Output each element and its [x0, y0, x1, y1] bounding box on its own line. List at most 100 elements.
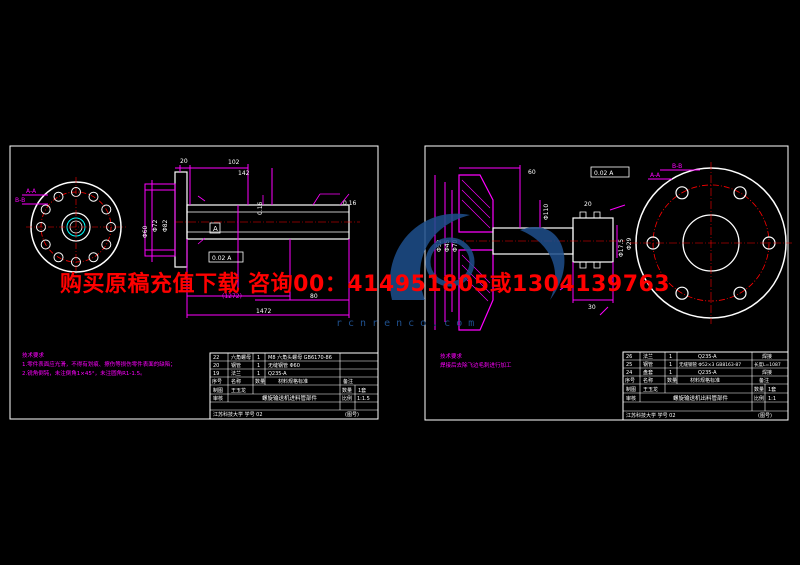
left-row-2-spec: 无缝钢管 Φ60	[268, 362, 300, 369]
left-qty-value: 1套	[358, 387, 366, 394]
left-header-note: 备注	[343, 378, 353, 385]
right-check-label: 审核	[626, 395, 636, 402]
left-sheet-no: (图号)	[345, 412, 359, 418]
left-row-1-spec: M8 六角头螺母 GB6170-86	[268, 354, 332, 361]
left-dim-1272: (1272)	[222, 293, 242, 300]
right-tech-notes: 技术要求 焊接后去除飞边毛刺进行加工	[440, 352, 512, 369]
right-dim-phi70: Φ70	[452, 239, 459, 252]
left-dim-016-b: 0.16	[343, 200, 357, 207]
left-dim-102: 102	[228, 159, 240, 166]
right-row-3-note: 焊接	[762, 369, 772, 376]
left-qty-label: 数量	[342, 387, 352, 394]
left-dim-1472: 1472	[256, 308, 271, 315]
right-sheet-frame	[424, 145, 789, 421]
left-row-3-no: 19	[213, 371, 219, 377]
right-header-no: 序号	[625, 377, 635, 384]
left-header-spec: 材料规格标准	[278, 378, 308, 385]
right-header-note: 备注	[759, 377, 769, 384]
left-row-3-spec: Q235-A	[268, 371, 287, 377]
left-scale-label: 比例	[342, 395, 352, 402]
right-drawn-label: 制图	[626, 386, 636, 393]
right-drawn-name: 王玉龙	[643, 386, 658, 393]
right-tolerance-box: 0.02 A	[594, 170, 614, 177]
right-note-1: 焊接后去除飞边毛刺进行加工	[440, 361, 512, 369]
left-dim-phi60: Φ60	[142, 225, 149, 238]
right-row-3-qty: 1	[669, 370, 672, 376]
left-note-1: 1.零件表面应光滑，不得有划痕、擦伤等损伤零件表面的缺陷；	[22, 360, 176, 368]
right-end-view: B-B A-A	[630, 162, 792, 324]
left-dim-20: 20	[180, 158, 188, 165]
left-header-name: 名称	[231, 378, 241, 385]
watermark-logo	[389, 213, 565, 300]
left-side-view: 0.02 A A 20 102 142 (1272) 80 1472 Φ60 Φ…	[142, 158, 360, 318]
left-drawing-title: 螺旋输送机进料管部件	[262, 394, 318, 402]
right-row-1-no: 26	[626, 354, 632, 360]
left-sheet: A-A B-B	[9, 145, 379, 420]
left-sheet-frame	[9, 145, 379, 420]
left-title-block: 22 六角螺母 1 M8 六角头螺母 GB6170-86 20 钢管 1 无缝钢…	[209, 352, 379, 420]
right-row-2-name: 钢管	[643, 361, 653, 368]
right-title-block: 26 法兰 1 Q235-A 焊接 25 钢管 1 无缝钢管 Φ52×3 GB8…	[622, 351, 789, 421]
left-view-label-b: B-B	[15, 197, 25, 204]
right-notes-title: 技术要求	[440, 352, 463, 360]
left-row-2-name: 钢管	[231, 362, 241, 369]
left-end-view: A-A B-B	[15, 177, 126, 277]
right-qty-value: 1套	[768, 386, 776, 393]
right-scale-label: 比例	[754, 395, 764, 402]
right-row-1-spec: Q235-A	[698, 354, 717, 360]
left-row-2-no: 20	[213, 363, 219, 369]
right-row-3-name: 盘套	[643, 369, 653, 376]
left-dim-80: 80	[310, 293, 318, 300]
left-row-1-name: 六角螺母	[231, 354, 251, 361]
right-view-label-a: A-A	[650, 172, 661, 179]
promo-watermark-text: 购买原稿充值下载 咨询00：414951805或1304139763	[60, 272, 671, 297]
left-tech-notes: 技术要求 1.零件表面应光滑，不得有划痕、擦伤等损伤零件表面的缺陷； 2.锐角倒…	[22, 351, 176, 377]
right-dim-20: 20	[584, 201, 592, 208]
left-dim-phi82: Φ82	[162, 219, 169, 232]
right-tolerance-frame	[590, 166, 630, 178]
left-drawn-label: 制图	[213, 387, 223, 394]
right-qty-label: 数量	[754, 386, 764, 393]
right-scale-value: 1:1	[768, 396, 776, 402]
left-dim-016-a: 0.16	[257, 201, 264, 215]
right-dim-60: 60	[528, 169, 536, 176]
left-row-3-qty: 1	[257, 371, 260, 377]
right-sheet-no: (图号)	[758, 413, 772, 419]
right-dim-phi29: Φ29	[626, 237, 633, 250]
right-row-2-note: 长度L=1087	[754, 361, 781, 368]
right-row-1-note: 焊接	[762, 353, 772, 360]
right-row-2-spec: 无缝钢管 Φ52×3 GB8163-87	[679, 361, 741, 368]
right-dim-phi110: Φ110	[543, 204, 550, 220]
left-row-1-qty: 1	[257, 355, 260, 361]
right-row-1-qty: 1	[669, 354, 672, 360]
left-scale-value: 1:1.5	[357, 396, 370, 402]
left-note-2: 2.锐角倒钝，未注倒角1×45°，未注圆角R1-1.5。	[22, 369, 146, 377]
right-header-name: 名称	[643, 377, 653, 384]
right-dim-30: 30	[588, 304, 596, 311]
left-drawn-name: 王玉龙	[231, 387, 246, 394]
right-view-label-b: B-B	[672, 163, 682, 170]
watermark-url: rcnrenco.com	[336, 318, 481, 329]
right-side-view: 0.02 A 60 Φ52 Φ45 Φ70 Φ110 20 30 Φ17.5 Φ…	[434, 165, 633, 331]
left-tolerance-box: 0.02 A	[212, 255, 232, 262]
right-row-1-name: 法兰	[643, 353, 653, 360]
right-row-3-no: 24	[626, 370, 632, 376]
right-sheet: 0.02 A 60 Φ52 Φ45 Φ70 Φ110 20 30 Φ17.5 Φ…	[424, 145, 792, 421]
right-row-3-spec: Q235-A	[698, 370, 717, 376]
left-row-1-no: 22	[213, 355, 219, 361]
right-row-2-qty: 1	[669, 362, 672, 368]
right-dim-phi17-5: Φ17.5	[618, 239, 625, 257]
left-dim-phi72: Φ72	[152, 219, 159, 232]
right-dim-phi45: Φ45	[444, 239, 451, 252]
left-datum-letter: A	[213, 225, 218, 233]
left-view-label-a: A-A	[26, 188, 37, 195]
left-header-qty: 数量	[255, 378, 265, 385]
left-check-label: 审核	[213, 395, 223, 402]
left-dim-142: 142	[238, 170, 250, 177]
right-header-qty: 数量	[667, 377, 677, 384]
left-notes-title: 技术要求	[22, 351, 45, 359]
right-header-spec: 材料规格标准	[690, 377, 720, 384]
right-row-2-no: 25	[626, 362, 632, 368]
left-tolerance-frame	[208, 251, 244, 263]
